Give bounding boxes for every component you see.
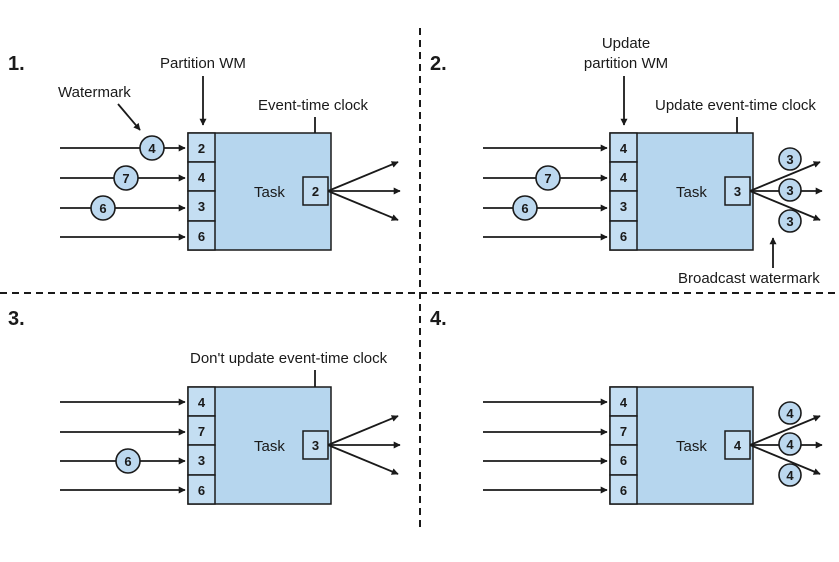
partition-wm-cell xyxy=(187,444,216,476)
partition-wm-cell xyxy=(187,190,216,222)
watermark-token xyxy=(90,195,116,221)
partition-wm-value: 6 xyxy=(620,453,627,468)
panel-4: 4 7 6 6 Task 4 4 4 4 xyxy=(483,386,823,505)
partition-wm-label: Partition WM xyxy=(160,55,246,72)
broadcast-watermark-token xyxy=(778,432,802,456)
panel-1: 2 4 3 6 Task 2 4 7 6 xyxy=(60,132,401,251)
partition-wm-cell xyxy=(187,474,216,505)
partition-wm-cell xyxy=(187,386,216,417)
partition-wm-cell xyxy=(609,474,638,505)
event-time-clock-value: 4 xyxy=(734,438,742,453)
partition-wm-cell xyxy=(609,220,638,251)
output-arrow xyxy=(327,190,399,221)
partition-wm-value: 3 xyxy=(620,199,627,214)
broadcast-watermark-value: 3 xyxy=(786,152,793,167)
partition-wm-value: 6 xyxy=(620,229,627,244)
partition-wm-cell xyxy=(609,190,638,222)
panel-4-number: 4. xyxy=(430,308,447,330)
partition-wm-value: 4 xyxy=(620,395,628,410)
partition-wm-value: 6 xyxy=(620,483,627,498)
partition-wm-cell xyxy=(187,415,216,446)
output-arrow xyxy=(327,161,399,192)
partition-wm-value: 4 xyxy=(198,170,206,185)
watermark-token-value: 6 xyxy=(124,454,131,469)
watermark-token xyxy=(512,195,538,221)
watermark-token xyxy=(139,135,165,161)
partition-wm-value: 4 xyxy=(620,170,628,185)
broadcast-watermark-token xyxy=(778,463,802,487)
broadcast-watermark-value: 4 xyxy=(786,406,794,421)
task-label: Task xyxy=(254,184,285,201)
broadcast-watermark-value: 3 xyxy=(786,183,793,198)
broadcast-watermark-token xyxy=(778,147,802,171)
watermark-token xyxy=(115,448,141,474)
broadcast-watermark-value: 4 xyxy=(786,468,794,483)
watermark-token-value: 7 xyxy=(544,171,551,186)
partition-wm-value: 6 xyxy=(198,483,205,498)
partition-wm-cell xyxy=(609,132,638,163)
event-time-clock-box xyxy=(724,176,751,206)
update-partition-wm-label-line2: partition WM xyxy=(584,55,668,72)
output-arrow xyxy=(749,415,821,446)
watermark-pointer-arrow xyxy=(117,103,141,131)
partition-wm-value: 7 xyxy=(620,424,627,439)
partition-wm-value: 4 xyxy=(198,395,206,410)
output-arrow xyxy=(327,415,399,446)
output-arrow xyxy=(327,444,399,475)
output-arrow xyxy=(749,444,821,475)
panel-1-number: 1. xyxy=(8,53,25,75)
partition-wm-value: 2 xyxy=(198,141,205,156)
event-time-clock-value: 3 xyxy=(312,438,319,453)
panel-3: 4 7 3 6 Task 3 6 xyxy=(60,386,401,505)
partition-wm-value: 3 xyxy=(198,199,205,214)
panel-3-number: 3. xyxy=(8,308,25,330)
broadcast-watermark-token xyxy=(778,178,802,202)
watermark-token-value: 7 xyxy=(122,171,129,186)
watermark-token-value: 6 xyxy=(521,201,528,216)
watermark-token-value: 4 xyxy=(148,141,156,156)
output-arrow xyxy=(749,161,821,192)
event-time-clock-value: 2 xyxy=(312,184,319,199)
partition-wm-value: 3 xyxy=(198,453,205,468)
broadcast-watermark-label: Broadcast watermark xyxy=(678,270,820,287)
update-partition-wm-label-line1: Update xyxy=(602,35,650,52)
event-time-clock-value: 3 xyxy=(734,184,741,199)
watermark-label: Watermark xyxy=(58,84,131,101)
output-arrow xyxy=(749,190,821,221)
event-time-clock-label: Event-time clock xyxy=(258,97,369,114)
watermark-token xyxy=(535,165,561,191)
partition-wm-cell xyxy=(187,132,216,163)
broadcast-watermark-value: 4 xyxy=(786,437,794,452)
broadcast-watermark-value: 3 xyxy=(786,214,793,229)
task-label: Task xyxy=(676,438,707,455)
task-label: Task xyxy=(676,184,707,201)
watermark-token xyxy=(113,165,139,191)
broadcast-watermark-token xyxy=(778,401,802,425)
dont-update-clock-label: Don't update event-time clock xyxy=(190,350,388,367)
update-event-time-clock-label: Update event-time clock xyxy=(655,97,816,114)
broadcast-watermark-token xyxy=(778,209,802,233)
task-label: Task xyxy=(254,438,285,455)
partition-wm-value: 6 xyxy=(198,229,205,244)
panel-2-number: 2. xyxy=(430,53,447,75)
partition-wm-value: 4 xyxy=(620,141,628,156)
partition-wm-value: 7 xyxy=(198,424,205,439)
watermark-token-value: 6 xyxy=(99,201,106,216)
partition-wm-cell xyxy=(187,220,216,251)
panel-2: 4 4 3 6 Task 3 7 6 3 3 3 xyxy=(483,132,823,251)
